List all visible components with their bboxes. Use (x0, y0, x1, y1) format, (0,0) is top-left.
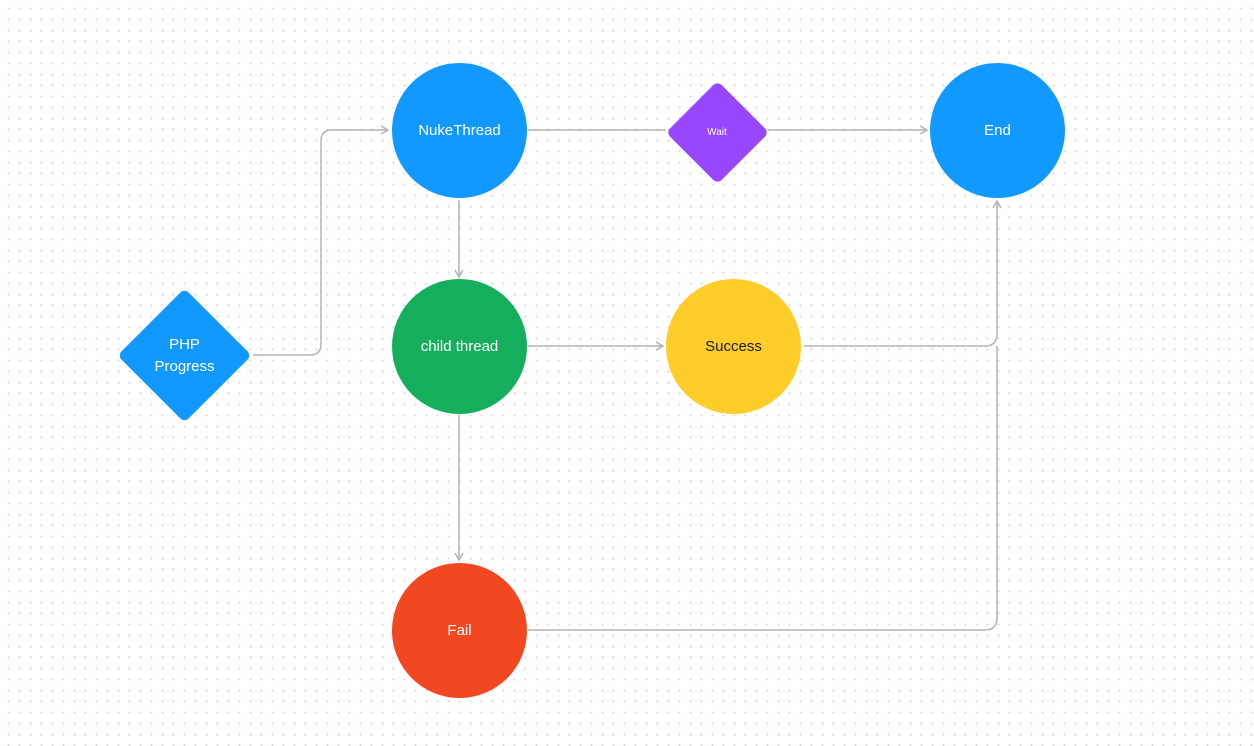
success-label: Success (705, 337, 762, 355)
php-progress-node[interactable]: PHP Progress (117, 288, 252, 423)
php-progress-label: PHP Progress (154, 335, 215, 375)
edge-php-to-nukethread[interactable] (253, 125, 390, 356)
fail-label: Fail (447, 621, 472, 639)
fail-node[interactable]: Fail (392, 563, 527, 698)
end-node[interactable]: End (930, 63, 1065, 198)
child-thread-label: child thread (420, 337, 499, 355)
end-label: End (984, 121, 1011, 139)
edge-fail-to-end[interactable] (528, 346, 998, 631)
wait-node[interactable]: Wait (665, 80, 769, 184)
edge-success-to-end[interactable] (804, 199, 1002, 347)
success-node[interactable]: Success (666, 279, 801, 414)
child-thread-node[interactable]: child thread (392, 279, 527, 414)
wait-label: Wait (707, 126, 727, 138)
nukethread-label: NukeThread (418, 121, 501, 139)
nukethread-node[interactable]: NukeThread (392, 63, 527, 198)
